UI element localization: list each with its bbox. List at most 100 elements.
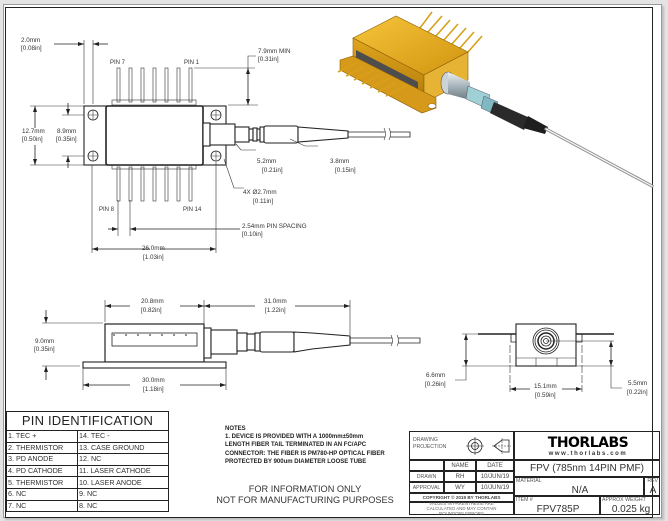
rev-label: REV <box>647 478 658 484</box>
top-view: 2.0mm [0.08in] 7.9mm MIN [0.31in] PIN 7 … <box>21 37 411 261</box>
fiber-connector-top <box>202 122 411 147</box>
material-label: MATERIAL <box>516 478 542 484</box>
disclaimer: FOR INFORMATION ONLY NOT FOR MANUFACTURI… <box>205 484 405 505</box>
dim-side-height-in: [0.35in] <box>34 346 55 353</box>
iso-back-pins <box>419 11 483 53</box>
date-header: DATE <box>476 460 514 471</box>
pin-cell: 5. THERMISTOR <box>6 476 78 489</box>
dim-connector-length: 31.0mm <box>264 298 287 305</box>
title-block: DRAWING PROJECTION NAME DATE DRAWN RH 10… <box>409 431 660 516</box>
bottom-pins <box>111 163 197 202</box>
projection-label: DRAWING PROJECTION <box>413 437 447 450</box>
third-angle-projection-icon <box>466 437 511 455</box>
dim-hole-diameter: 4X Ø2.7mm <box>243 189 277 196</box>
top-pins <box>111 67 197 106</box>
note-line: PROTECTED BY 900um DIAMETER LOOSE TUBE <box>225 458 367 465</box>
pin-cell: 9. NC <box>76 487 170 501</box>
isometric-view <box>337 11 654 188</box>
dim-tube-diameter-in: [0.15in] <box>335 167 356 174</box>
pin-cell: 14. TEC - <box>76 430 170 443</box>
drawing-title: FPV (785nm 14PIN PMF) <box>514 460 660 477</box>
dim-flange-width: 2.0mm <box>21 37 40 44</box>
note-line: LENGTH FIBER TAIL TERMINATED IN AN FC/AP… <box>225 442 367 449</box>
note-line: CONNECTOR: THE FIBER IS PM780-HP OPTICAL… <box>225 450 385 457</box>
dim-end-width: 15.1mm <box>534 383 557 390</box>
dim-overall-length: 26.0mm <box>142 245 165 252</box>
dim-end-left-height: 6.6mm <box>426 372 445 379</box>
dim-pin-spacing: 2.54mm PIN SPACING <box>242 223 307 230</box>
pin-cell: 2. THERMISTOR <box>6 441 78 455</box>
item-value: FPV785P <box>536 504 580 515</box>
label-pin-7: PIN 7 <box>110 60 126 66</box>
rev-cell: REV A <box>644 477 660 496</box>
drawn-name: RH <box>444 471 476 482</box>
name-header: NAME <box>444 460 476 471</box>
dim-end-width-in: [0.59in] <box>535 392 556 399</box>
dim-base-length: 30.0mm <box>142 377 165 384</box>
dim-body-length: 20.8mm <box>141 298 164 305</box>
dim-pin-spacing-in: [0.10in] <box>242 231 263 238</box>
approval-name: WY <box>444 482 476 493</box>
pin-cell: 4. PD CATHODE <box>6 464 78 478</box>
dim-connector-length-in: [1.22in] <box>265 307 286 314</box>
thorlabs-logo: THORLABS <box>547 435 629 451</box>
label-pin-1: PIN 1 <box>184 60 200 66</box>
top-dimensions <box>30 40 318 253</box>
dim-hole-spacing-in: [0.35in] <box>56 136 77 143</box>
table-row: 1. TEC +14. TEC - <box>6 430 170 443</box>
note-line: 1. DEVICE IS PROVIDED WITH A 1000mm±50mm <box>225 434 364 441</box>
material-value: N/A <box>571 485 589 496</box>
pin-cell: 10. LASER ANODE <box>76 476 170 489</box>
dim-end-right-height: 5.5mm <box>628 380 647 387</box>
side-view: 20.8mm [0.82in] 31.0mm [1.22in] 9.0mm [0… <box>34 298 421 393</box>
disclaimer-line: FOR INFORMATION ONLY <box>248 484 362 494</box>
dim-end-left-height-in: [0.26in] <box>425 381 446 388</box>
end-view: 6.6mm [0.26in] 15.1mm [0.59in] 5.5mm [0.… <box>425 323 648 399</box>
label-pin-14: PIN 14 <box>183 207 202 213</box>
pin-cell: 12. NC <box>76 453 170 466</box>
weight-cell: APPROX WEIGHT 0.025 kg <box>600 496 660 515</box>
dim-base-length-in: [1.18in] <box>143 386 164 393</box>
pin-identification-table: PIN IDENTIFICATION 1. TEC +14. TEC - 2. … <box>6 411 170 513</box>
projection-cell: DRAWING PROJECTION <box>409 431 514 460</box>
iso-front-pins <box>337 61 407 97</box>
rev-value: A <box>649 485 657 496</box>
drawn-label: DRAWN <box>409 471 444 482</box>
pin-cell: 7. NC <box>6 499 78 513</box>
pin-cell: 1. TEC + <box>6 430 78 443</box>
notes-heading: NOTES <box>225 426 246 432</box>
mounting-holes <box>87 109 222 162</box>
values-note: VALUES IN PARENTHESIS ARE CALCULATED AND… <box>409 501 514 516</box>
item-label: ITEM # <box>516 497 533 503</box>
pin-cell: 8. NC <box>76 499 170 513</box>
blank-cell <box>409 460 444 471</box>
dim-side-height: 9.0mm <box>35 338 54 345</box>
dim-end-right-height-in: [0.22in] <box>627 389 648 396</box>
notes-block: NOTES 1. DEVICE IS PROVIDED WITH A 1000m… <box>225 425 405 466</box>
pin-cell: 6. NC <box>6 487 78 501</box>
copyright: COPYRIGHT © 2019 BY THORLABS <box>409 493 514 502</box>
material-cell: MATERIAL N/A <box>514 477 644 496</box>
dim-hole-diameter-in: [0.11in] <box>253 198 273 205</box>
dim-overall-length-in: [1.03in] <box>143 254 164 261</box>
dim-pin-length: 7.9mm MIN <box>258 48 291 55</box>
website: www.thorlabs.com <box>548 451 628 457</box>
dim-boot-diameter-in: [0.21in] <box>262 167 283 174</box>
approval-label: APPROVAL <box>409 482 444 493</box>
label-pin-8: PIN 8 <box>99 207 115 213</box>
dim-overall-height-in: [0.50in] <box>22 136 43 143</box>
approval-date: 10/JUN/19 <box>476 482 514 493</box>
weight-value: 0.025 kg <box>611 504 651 515</box>
dim-tube-diameter: 3.8mm <box>330 158 349 165</box>
pin-cell: 11. LASER CATHODE <box>76 464 170 478</box>
package-body <box>105 105 204 166</box>
dim-hole-spacing: 8.9mm <box>57 128 76 135</box>
dim-overall-height: 12.7mm <box>22 128 45 135</box>
dim-flange-width-in: [0.08in] <box>21 45 42 52</box>
